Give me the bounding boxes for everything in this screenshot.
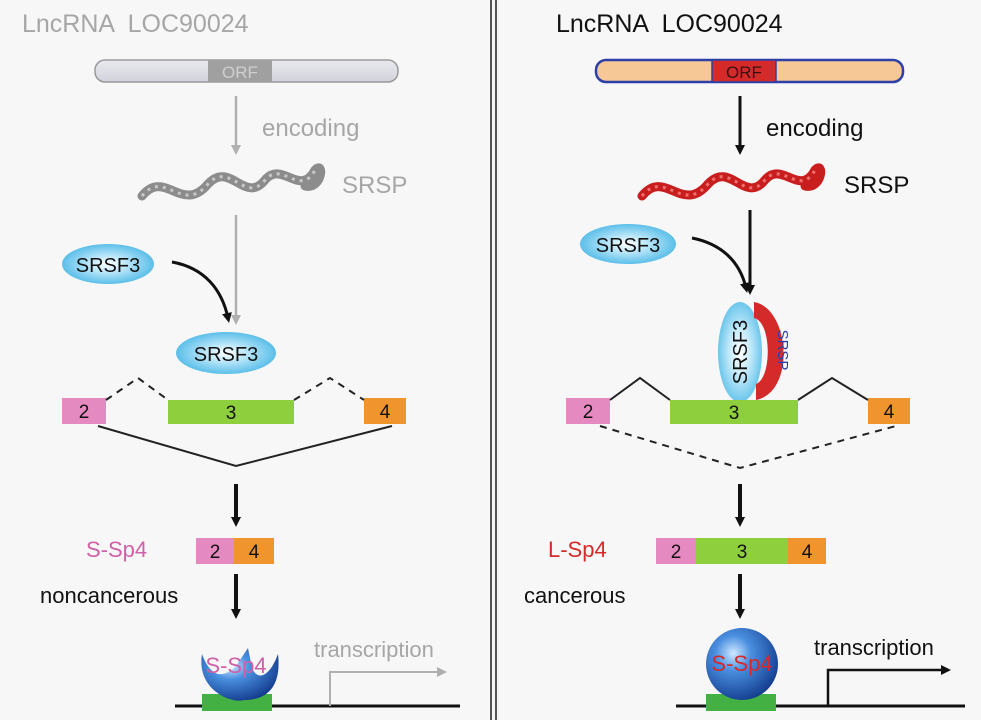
right-factor-label: S-Sp4 xyxy=(711,651,772,676)
right-product-exon4 xyxy=(788,538,826,564)
right-srsp-protein-highlight xyxy=(640,169,817,197)
left-srsp-label: SRSP xyxy=(342,172,407,199)
left-product-exon4 xyxy=(234,538,274,564)
right-exon3-label: 3 xyxy=(729,403,740,424)
left-exon2 xyxy=(62,398,106,424)
left-sp4-factor-cup xyxy=(201,648,279,701)
right-exon4 xyxy=(868,398,910,424)
right-encoding-label: encoding xyxy=(766,115,863,142)
left-panel: LncRNA LOC90024 ORF encoding SRSP SRSF3 … xyxy=(22,10,460,711)
right-panel: LncRNA LOC90024 ORF encoding SRSP SRSF3 … xyxy=(524,10,965,711)
left-transcription-arrow xyxy=(329,667,447,706)
left-product-exon2-label: 2 xyxy=(210,542,221,563)
right-complex-srsp-label: SRSP xyxy=(774,330,791,371)
right-product-exon2-label: 2 xyxy=(671,542,682,563)
right-complex-srsf3-label: SRSF3 xyxy=(730,320,752,384)
left-skipping-junction xyxy=(97,425,393,468)
right-gene-title: LncRNA LOC90024 xyxy=(556,10,783,38)
right-exon3 xyxy=(670,400,798,424)
right-product-exon3-label: 3 xyxy=(737,542,748,563)
left-exon2-label: 2 xyxy=(79,402,90,423)
right-srsf3-free-blob xyxy=(580,224,676,264)
right-isoform-label: L-Sp4 xyxy=(548,537,607,562)
left-product-exon4-label: 4 xyxy=(249,542,260,563)
right-product-exon3 xyxy=(696,538,788,564)
left-srsf3-curved-arrow xyxy=(171,260,232,323)
left-inclusion-junction-b xyxy=(293,376,365,401)
left-encoding-label: encoding xyxy=(262,115,359,142)
left-exon3-label: 3 xyxy=(226,403,237,424)
left-srsf3-free-label: SRSF3 xyxy=(76,255,140,277)
left-srsf3-free-blob xyxy=(62,244,154,284)
left-srsp-protein-highlight xyxy=(140,169,317,197)
right-skipping-junction xyxy=(599,425,897,470)
left-phenotype-label: noncancerous xyxy=(40,583,178,608)
right-complex-srsf3-blob xyxy=(718,302,762,402)
right-srsf3-curved-arrow xyxy=(691,236,750,293)
right-product-exon4-label: 4 xyxy=(802,542,813,563)
left-orf-label: ORF xyxy=(222,63,258,82)
right-transcription-label: transcription xyxy=(814,635,934,660)
right-complex-srsp-cap xyxy=(754,302,784,400)
left-exon4-label: 4 xyxy=(380,402,391,423)
right-exon2 xyxy=(566,398,610,424)
right-srsf3-free-label: SRSF3 xyxy=(596,235,660,257)
left-isoform-label: S-Sp4 xyxy=(86,537,147,562)
left-product-exon2 xyxy=(196,538,234,564)
left-exon3 xyxy=(168,400,294,424)
right-promoter-box xyxy=(706,694,776,711)
right-phenotype-label: cancerous xyxy=(524,583,626,608)
right-product-exon2 xyxy=(656,538,696,564)
left-gene-title: LncRNA LOC90024 xyxy=(22,10,249,38)
right-orf-box xyxy=(711,59,777,83)
right-exon4-label: 4 xyxy=(884,402,895,423)
right-exon2-label: 2 xyxy=(583,402,594,423)
right-inclusion-junction-b xyxy=(797,376,869,401)
left-exon4 xyxy=(364,398,406,424)
right-orf-label: ORF xyxy=(726,63,762,82)
left-srsf3-bound-label: SRSF3 xyxy=(194,344,258,366)
right-srsp-label: SRSP xyxy=(844,172,909,199)
right-sp4-factor-sphere xyxy=(706,628,778,700)
left-transcription-label: transcription xyxy=(314,637,434,662)
right-transcription-arrow xyxy=(826,665,951,706)
right-inclusion-junction-a xyxy=(609,376,671,401)
left-orf-box xyxy=(208,60,272,82)
left-srsf3-bound-blob xyxy=(176,332,276,374)
left-factor-label: S-Sp4 xyxy=(205,653,266,678)
